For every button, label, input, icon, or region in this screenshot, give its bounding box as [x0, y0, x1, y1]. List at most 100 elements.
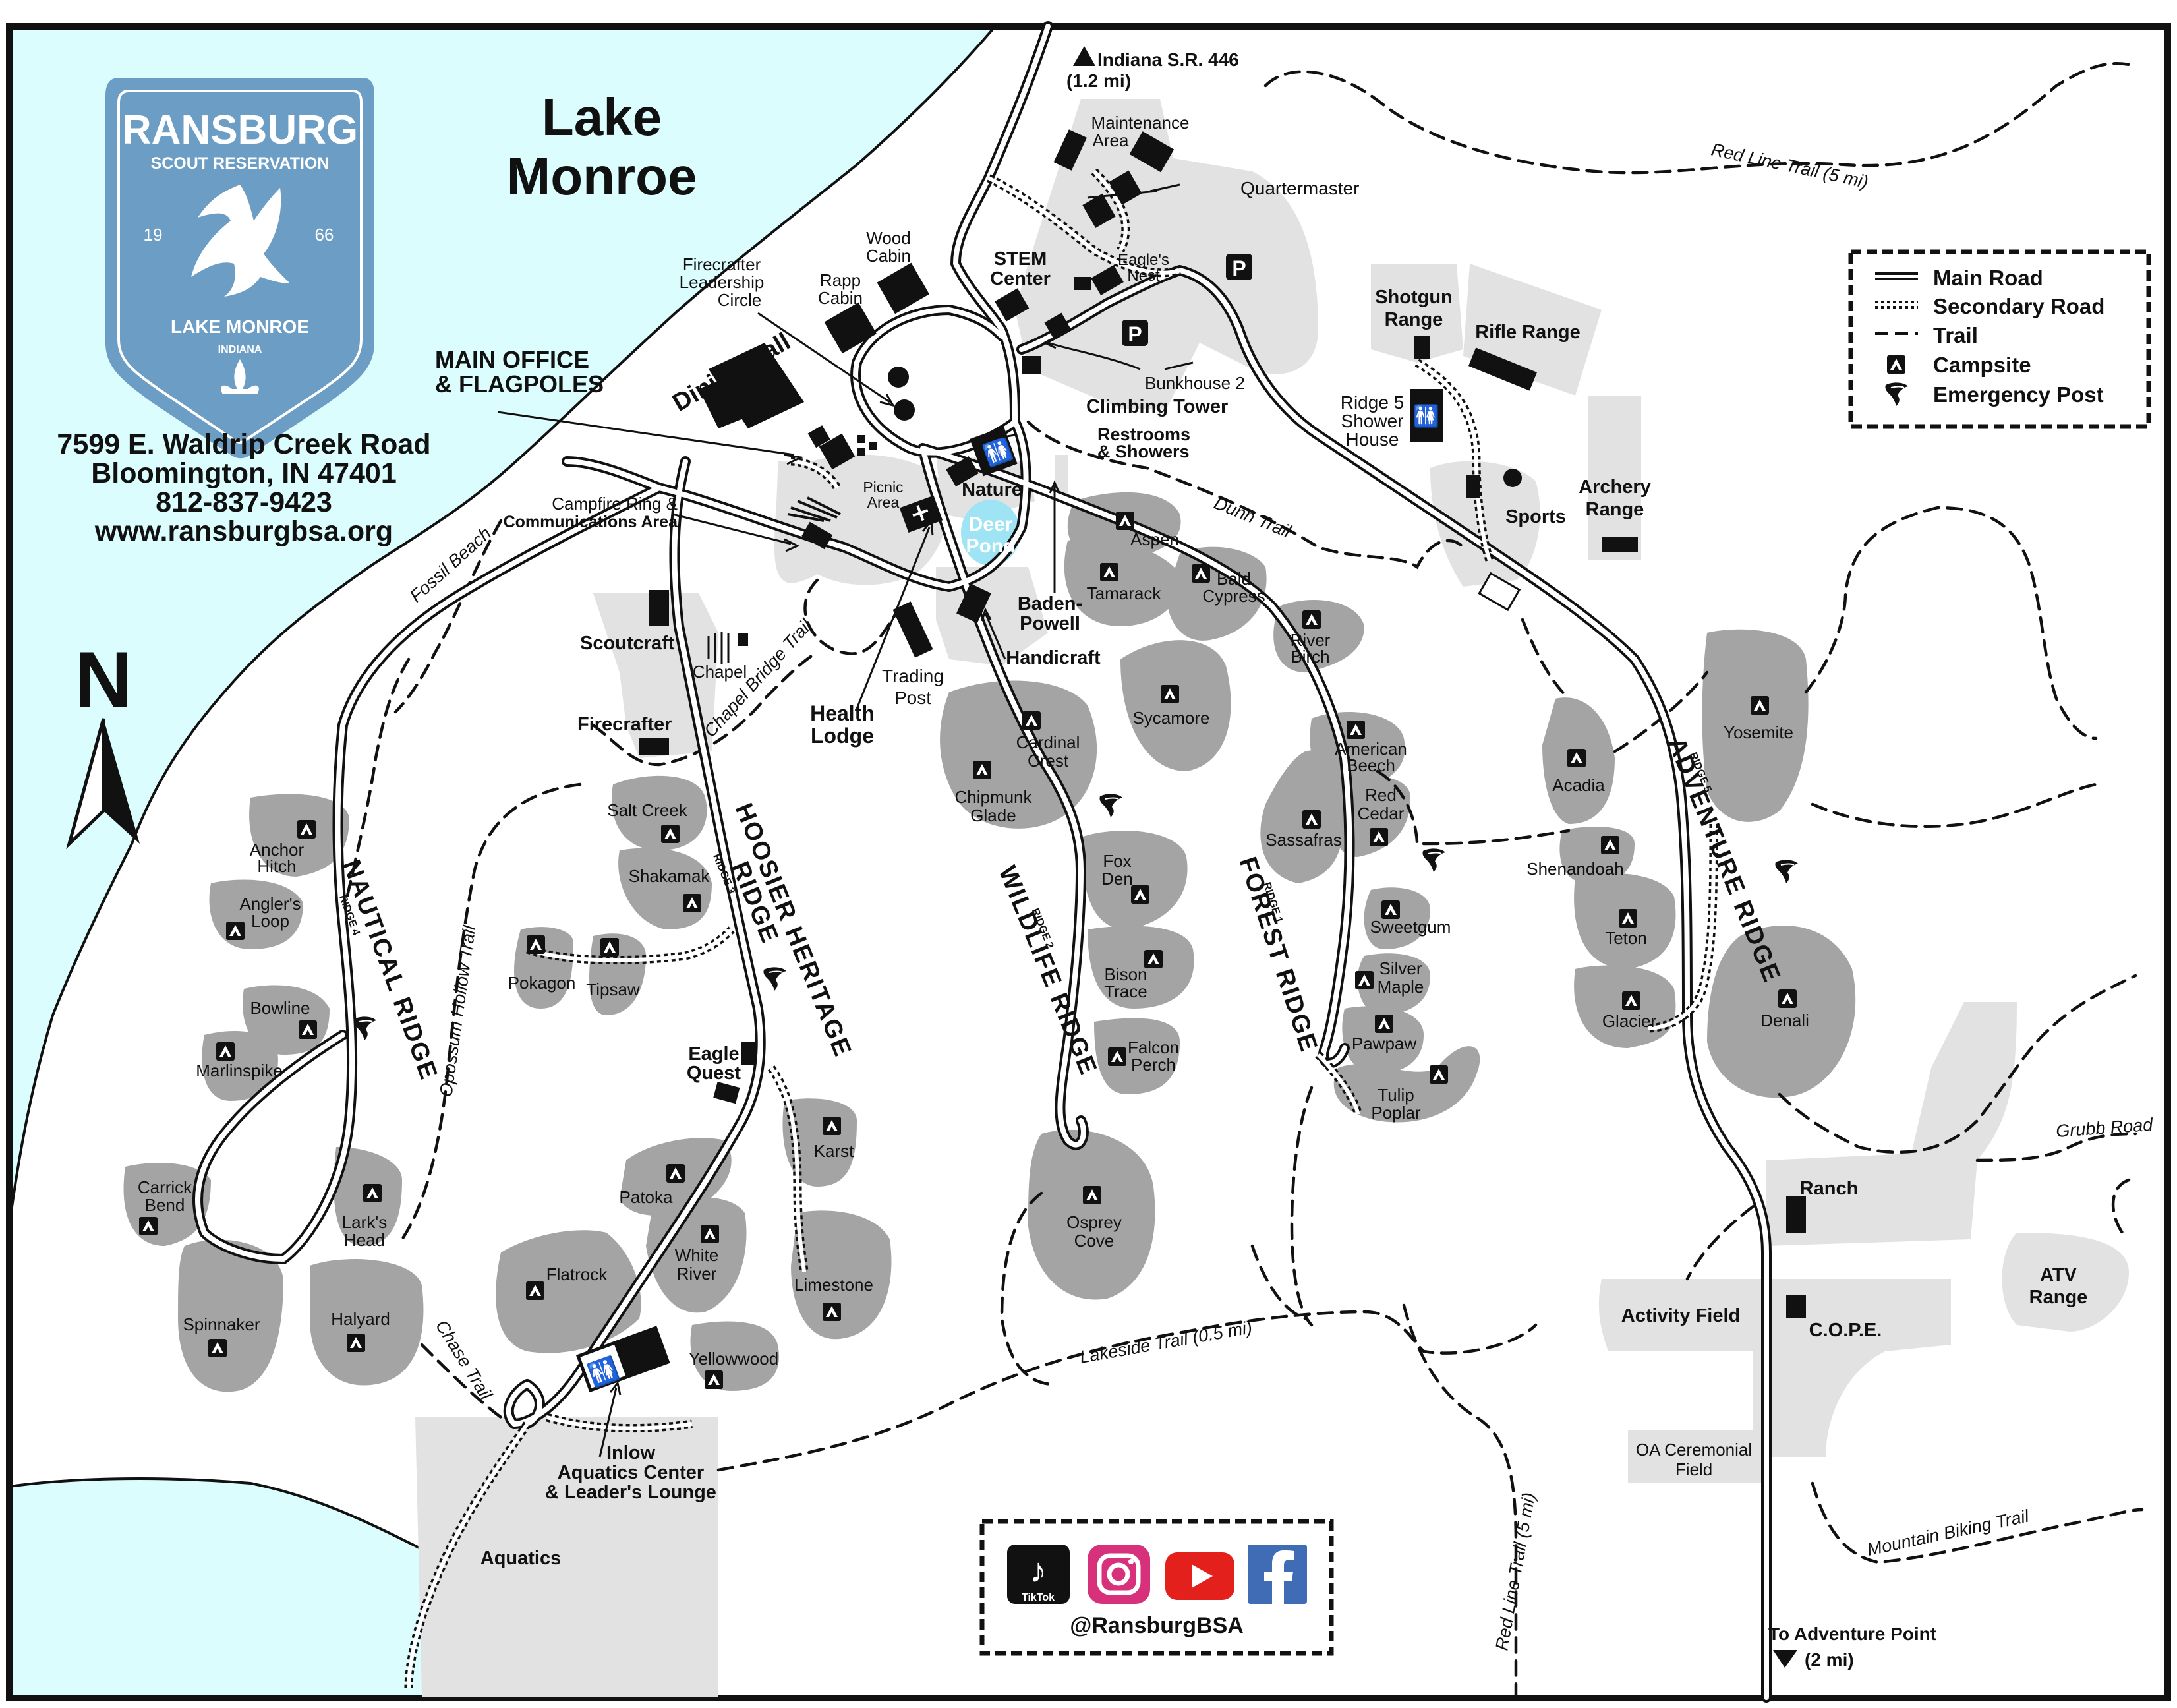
svg-text:Nest: Nest	[1127, 267, 1160, 285]
svg-text:MAIN OFFICE: MAIN OFFICE	[435, 346, 589, 373]
svg-text:Flatrock: Flatrock	[546, 1264, 608, 1284]
svg-text:Shower: Shower	[1341, 411, 1404, 431]
svg-text:Communications Area: Communications Area	[504, 513, 679, 531]
svg-text:Aspen: Aspen	[1130, 529, 1179, 549]
svg-text:Patoka: Patoka	[620, 1187, 673, 1207]
svg-text:Sycamore: Sycamore	[1132, 708, 1209, 728]
svg-text:Climbing Tower: Climbing Tower	[1086, 396, 1228, 417]
svg-text:Angler's: Angler's	[239, 894, 301, 914]
campsite-areas	[123, 492, 1856, 1392]
facebook-icon[interactable]	[1248, 1545, 1307, 1604]
svg-text:Restrooms: Restrooms	[1097, 425, 1190, 444]
svg-text:Area: Area	[867, 494, 900, 511]
svg-text:Area: Area	[1093, 131, 1129, 150]
svg-text:(1.2 mi): (1.2 mi)	[1066, 71, 1131, 91]
svg-text:Glacier: Glacier	[1602, 1011, 1657, 1031]
svg-text:Circle: Circle	[718, 290, 761, 310]
svg-text:Bowline: Bowline	[250, 998, 310, 1018]
svg-text:TikTok: TikTok	[1022, 1592, 1055, 1603]
svg-text:Yellowwood: Yellowwood	[689, 1349, 778, 1369]
svg-text:Rapp: Rapp	[820, 270, 861, 290]
svg-text:INDIANA: INDIANA	[218, 344, 262, 355]
svg-text:Indiana S.R. 446: Indiana S.R. 446	[1097, 49, 1239, 70]
svg-text:Trail: Trail	[1933, 323, 1978, 347]
svg-text:Birch: Birch	[1291, 647, 1329, 666]
svg-text:Halyard: Halyard	[331, 1309, 390, 1329]
svg-text:Pond: Pond	[966, 535, 1016, 557]
svg-text:Trading: Trading	[882, 666, 944, 686]
svg-text:White: White	[675, 1245, 718, 1265]
svg-text:Sports: Sports	[1505, 506, 1566, 527]
svg-text:Falcon: Falcon	[1128, 1038, 1179, 1057]
svg-text:66: 66	[315, 225, 334, 245]
svg-text:Acadia: Acadia	[1552, 775, 1605, 795]
svg-text:Post: Post	[894, 688, 931, 708]
svg-text:Campfire Ring &: Campfire Ring &	[552, 494, 678, 514]
fleur-de-lis-icon	[221, 359, 259, 394]
svg-text:Emergency Post: Emergency Post	[1933, 382, 2104, 407]
svg-text:Salt Creek: Salt Creek	[607, 800, 687, 820]
svg-text:Beech: Beech	[1347, 755, 1395, 775]
svg-text:Ranch: Ranch	[1800, 1178, 1859, 1199]
main-roads	[192, 21, 1772, 1703]
svg-text:Firecrafter: Firecrafter	[577, 714, 672, 735]
exit-sr446: Indiana S.R. 446 (1.2 mi)	[1066, 46, 1239, 91]
instagram-icon[interactable]	[1088, 1545, 1150, 1604]
tiktok-icon[interactable]: ♪ TikTok	[1007, 1545, 1070, 1604]
svg-text:Marlinspike: Marlinspike	[196, 1061, 283, 1080]
svg-text:To Adventure Point: To Adventure Point	[1768, 1624, 1936, 1644]
svg-text:Main Road: Main Road	[1933, 266, 2043, 290]
title-line2: Monroe	[507, 147, 697, 206]
svg-text:Chipmunk: Chipmunk	[954, 787, 1032, 807]
svg-text:Firecrafter: Firecrafter	[683, 254, 761, 274]
svg-text:Inlow: Inlow	[606, 1442, 656, 1463]
parking-icon: P P	[1122, 254, 1252, 346]
pointer-lines	[497, 183, 1194, 1458]
svg-text:Maintenance: Maintenance	[1091, 113, 1190, 133]
svg-text:River: River	[677, 1264, 717, 1283]
svg-text:Teton: Teton	[1605, 928, 1647, 948]
svg-text:House: House	[1346, 429, 1399, 450]
svg-text:Tipsaw: Tipsaw	[586, 980, 640, 999]
svg-text:Health: Health	[810, 701, 875, 725]
campsite-labels: Aspen Tamarack Bald Cypress River Birch …	[138, 529, 1809, 1369]
svg-text:Pokagon: Pokagon	[508, 973, 576, 993]
svg-text:Silver: Silver	[1379, 958, 1422, 978]
svg-text:Poplar: Poplar	[1371, 1103, 1420, 1123]
address-block: 7599 E. Waldrip Creek Road Bloomington, …	[57, 428, 430, 547]
svg-text:Picnic: Picnic	[863, 479, 903, 496]
svg-text:Aquatics Center: Aquatics Center	[558, 1462, 704, 1483]
svg-text:Secondary Road: Secondary Road	[1933, 294, 2104, 318]
svg-text:Nature: Nature	[962, 479, 1022, 500]
svg-text:P: P	[1232, 256, 1246, 280]
svg-text:River: River	[1291, 630, 1331, 650]
svg-text:Denali: Denali	[1760, 1011, 1809, 1030]
svg-text:P: P	[1128, 322, 1142, 346]
north-arrow: N	[66, 635, 140, 850]
svg-text:Rifle Range: Rifle Range	[1475, 322, 1581, 343]
svg-text:Range: Range	[1385, 309, 1443, 330]
svg-text:Chapel: Chapel	[693, 662, 747, 682]
svg-text:Quest: Quest	[687, 1063, 741, 1084]
svg-text:STEM: STEM	[994, 249, 1047, 270]
svg-text:American: American	[1335, 739, 1407, 759]
svg-text:Quartermaster: Quartermaster	[1240, 178, 1360, 198]
svg-text:www.ransburgbsa.org: www.ransburgbsa.org	[94, 515, 393, 547]
svg-text:C.O.P.E.: C.O.P.E.	[1809, 1320, 1882, 1341]
svg-text:Cove: Cove	[1074, 1231, 1115, 1251]
youtube-icon[interactable]	[1165, 1552, 1234, 1600]
svg-text:Hitch: Hitch	[257, 856, 296, 876]
svg-text:SCOUT RESERVATION: SCOUT RESERVATION	[151, 154, 330, 173]
svg-text:Spinnaker: Spinnaker	[183, 1314, 260, 1334]
svg-text:Lark's: Lark's	[342, 1212, 388, 1232]
svg-text:Karst: Karst	[814, 1141, 854, 1161]
svg-text:Fox: Fox	[1103, 851, 1131, 871]
svg-text:Perch: Perch	[1131, 1055, 1176, 1075]
svg-text:(2 mi): (2 mi)	[1805, 1649, 1854, 1670]
svg-text:Maple: Maple	[1378, 977, 1424, 997]
svg-text:♪: ♪	[1030, 1552, 1047, 1590]
exit-adventure-point: To Adventure Point (2 mi)	[1768, 1624, 1936, 1670]
svg-text:& Showers: & Showers	[1097, 442, 1190, 461]
svg-text:Eagle: Eagle	[688, 1044, 739, 1065]
svg-text:Den: Den	[1101, 869, 1133, 889]
